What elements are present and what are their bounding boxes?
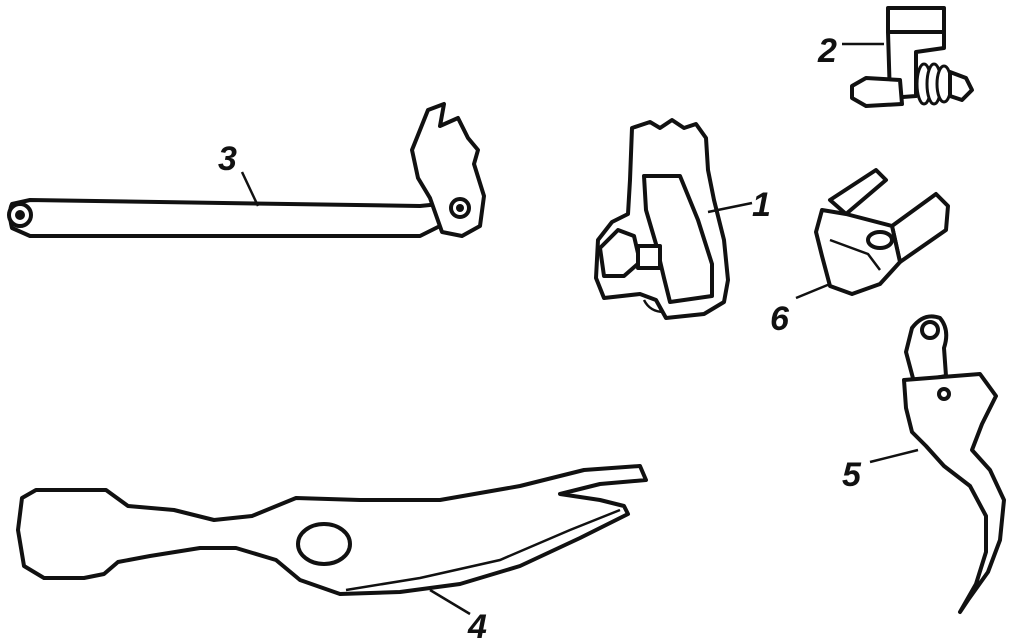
- part-6-label: 6: [770, 300, 790, 338]
- part-2-pin: [850, 6, 974, 108]
- part-5-label: 5: [842, 456, 862, 494]
- part-1-block: [594, 118, 730, 320]
- part-2-label: 2: [817, 32, 837, 70]
- part-6-bracket: [814, 168, 950, 296]
- part-3-label: 3: [218, 140, 237, 178]
- part-5-trigger: [902, 314, 1006, 614]
- part-3-rod: [7, 102, 486, 238]
- part-4-label: 4: [467, 608, 487, 642]
- part-1-label: 1: [752, 186, 771, 224]
- part-4-spring: [16, 464, 648, 596]
